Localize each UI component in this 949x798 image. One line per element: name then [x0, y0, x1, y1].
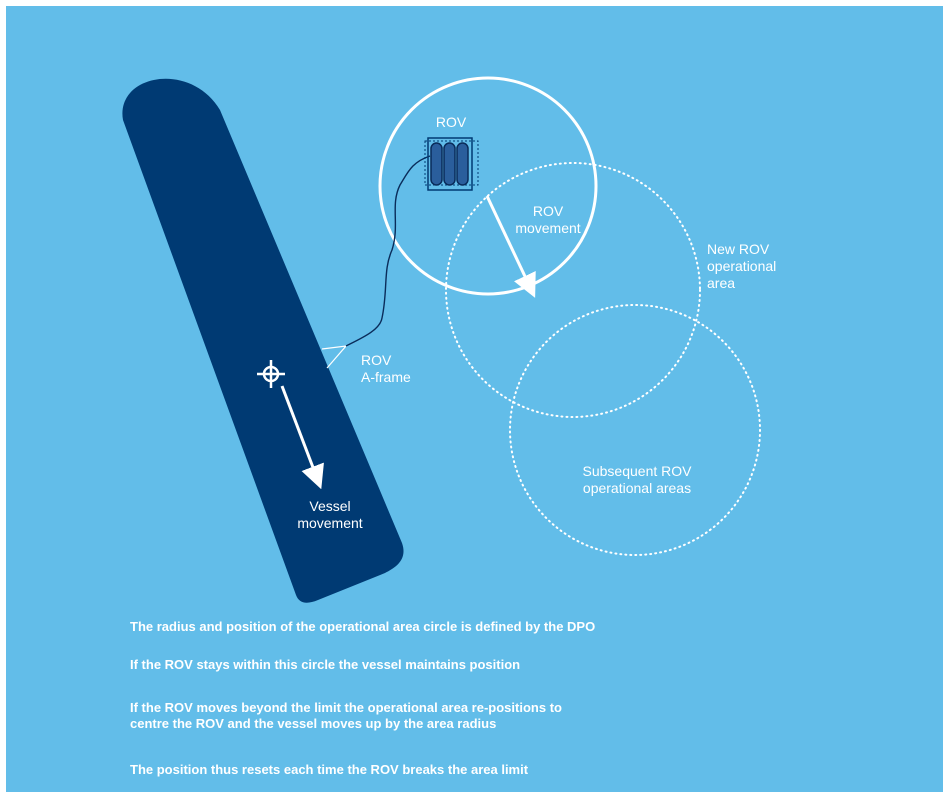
note-2: If the ROV stays within this circle the … [130, 657, 520, 673]
note-1: The radius and position of the operation… [130, 619, 595, 635]
note-4: The position thus resets each time the R… [130, 762, 528, 778]
vessel-movement-label: Vessel movement [290, 498, 370, 532]
tether-cable [346, 156, 430, 346]
new-area-label: New ROV operational area [707, 241, 807, 292]
new-area-circle [446, 163, 700, 417]
rov-movement-label: ROV movement [498, 203, 598, 237]
subsequent-area-circle [510, 305, 760, 555]
rov-vehicle [425, 138, 478, 190]
rov-label: ROV [433, 114, 469, 131]
subsequent-areas-label: Subsequent ROV operational areas [572, 463, 702, 497]
note-3: If the ROV moves beyond the limit the op… [130, 700, 562, 732]
current-area-circle [380, 78, 596, 294]
a-frame-label: ROV A-frame [361, 352, 441, 386]
